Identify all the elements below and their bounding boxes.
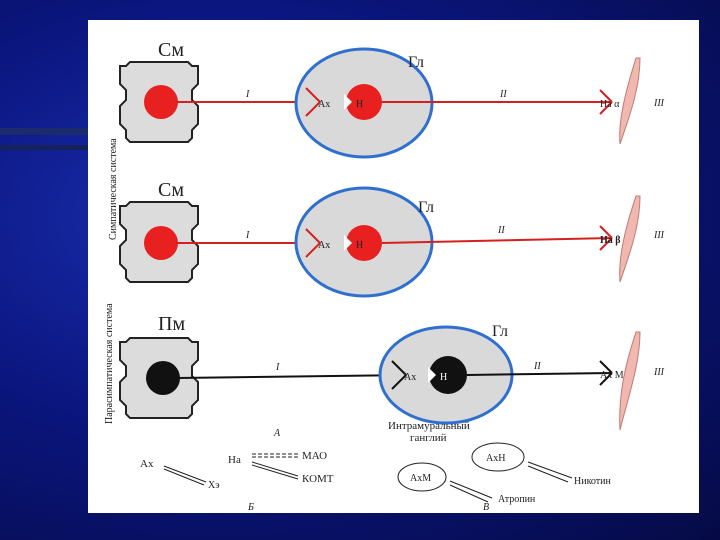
side-label-sympathetic: Симпатическая система [108, 138, 119, 240]
cns-label: См [158, 179, 184, 201]
effector-label: III [653, 367, 665, 378]
synapse-label: Ах [318, 240, 330, 251]
receptor-notch [344, 94, 352, 110]
mao-label: МАО [302, 450, 327, 462]
ganglion-caption: Интрамуральный [388, 420, 470, 432]
synapse-label: Ах [404, 372, 416, 383]
fiber-label-post: II [499, 89, 507, 100]
ganglion-neuron [346, 84, 382, 120]
effector-label: III [653, 230, 665, 241]
effector-synapse-label: На β [600, 235, 621, 246]
cns-label: Пм [158, 313, 185, 335]
arrow [163, 465, 207, 486]
row-parasympathetic: Пм I Гл Ах Н II Ах М III Интрамуральный … [119, 313, 665, 444]
ah-m-label: АхМ [410, 473, 431, 484]
cns-label: См [158, 39, 184, 61]
row-sympathetic-beta: См I Гл Ах Н II На β III [119, 179, 665, 298]
fiber-label-pre: I [245, 89, 250, 100]
arrow [252, 453, 298, 458]
synapse-label: Ах [318, 99, 330, 110]
che-label: Хэ [208, 480, 220, 491]
autonomic-diagram: См I Гл Ах Н II На α III См I Гл Ах Н II [104, 39, 665, 513]
effector-cell [619, 331, 641, 431]
komt-label: КОМТ [302, 473, 334, 485]
row-sympathetic-alpha: См I Гл Ах Н II На α III [119, 39, 665, 159]
arrow [251, 461, 299, 480]
arrow [527, 461, 573, 483]
ganglion-label: Гл [418, 199, 434, 216]
fiber-label-pre: I [245, 230, 250, 241]
postganglionic-fiber [466, 372, 613, 376]
panel-a-label: А [273, 428, 281, 439]
receptor-label: Н [356, 99, 363, 110]
neuron-body [144, 226, 178, 260]
nicotine-label: Никотин [574, 476, 612, 487]
ganglion-neuron [429, 356, 467, 394]
panel-v-label: В [483, 502, 489, 513]
slide-panel: См I Гл Ах Н II На α III См I Гл Ах Н II [88, 20, 699, 513]
synapse-terminal [305, 87, 321, 117]
neuron-body [144, 85, 178, 119]
synapse-terminal [305, 228, 321, 258]
fiber-label-pre: I [275, 362, 280, 373]
ah-n-receptor [471, 442, 525, 472]
receptor-label: Н [440, 372, 447, 383]
postganglionic-fiber [381, 237, 613, 244]
ganglion-caption: ганглий [410, 432, 447, 444]
decor-stripe [0, 145, 110, 150]
side-label-parasympathetic: Парасимпатическая система [104, 303, 115, 424]
effector-terminal [599, 360, 613, 386]
neuron-body [146, 361, 180, 395]
atropine-label: Атропин [498, 494, 536, 505]
ganglion-label: Гл [408, 54, 424, 71]
effector-synapse-label: Ах М [600, 370, 624, 381]
fiber-label-post: II [497, 225, 505, 236]
preganglionic-fiber [177, 374, 407, 379]
effector-terminal [599, 225, 613, 251]
synapse-terminal [391, 360, 407, 390]
ah-n-label: АхН [486, 453, 505, 464]
na-label: На [228, 454, 241, 466]
ah-m-receptor [397, 462, 447, 492]
effector-synapse-label: На α [600, 99, 620, 110]
ganglion-label: Гл [492, 323, 508, 340]
receptor-label: Н [356, 240, 363, 251]
panel-b: Ах Хэ На МАО КОМТ [140, 450, 334, 491]
fiber-label-post: II [533, 361, 541, 372]
receptor-notch [344, 235, 352, 251]
effector-label: III [653, 98, 665, 109]
panel-v: АхН АхМ Никотин Атропин [397, 442, 612, 505]
panel-b-label: Б [247, 502, 254, 513]
ach-label: Ах [140, 458, 154, 470]
ganglion-neuron [346, 225, 382, 261]
receptor-notch [428, 367, 436, 383]
effector-cell [619, 195, 641, 283]
arrow [449, 480, 493, 503]
effector-cell [619, 57, 641, 145]
effector-terminal [599, 89, 613, 115]
decor-stripe [0, 128, 110, 135]
